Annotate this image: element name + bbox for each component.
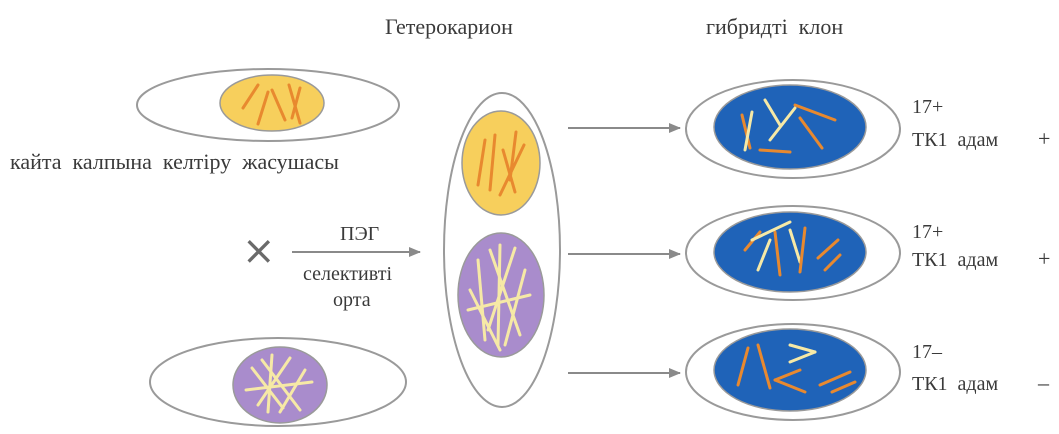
cross-symbol: × [242, 228, 276, 274]
hybrid-clone-2: 17+ ТК1 адам + [686, 206, 1050, 300]
parent-cell-top [137, 69, 399, 141]
clone-3-sign: – [1037, 370, 1050, 395]
clone-3-marker: ТК1 адам [912, 373, 998, 395]
selective-medium-label-2: орта [333, 289, 371, 311]
blue-nucleus [714, 212, 866, 292]
parent-cell-bottom [150, 338, 406, 426]
blue-nucleus [714, 329, 866, 411]
heterokaryon-cell [444, 93, 560, 407]
clone-3-chromosome: 17– [912, 341, 943, 363]
reconstructed-cell-label: кайта калпына келтіру жасушасы [10, 149, 339, 174]
selective-medium-label-1: селективті [303, 263, 392, 285]
heterokaryon-title: Гетерокарион [385, 14, 513, 39]
hybrid-clone-1: 17+ ТК1 адам + [686, 80, 1050, 178]
hybrid-clone-3: 17– ТК1 адам – [686, 324, 1050, 420]
peg-label: ПЭГ [340, 223, 379, 245]
clone-1-marker: ТК1 адам [912, 129, 998, 151]
yellow-nucleus [462, 111, 540, 215]
clone-2-sign: + [1038, 246, 1050, 271]
clone-1-chromosome: 17+ [912, 96, 943, 118]
clone-1-sign: + [1038, 126, 1050, 151]
clone-2-chromosome: 17+ [912, 221, 943, 243]
yellow-nucleus [220, 75, 324, 131]
hybrid-clone-title: гибридті клон [706, 14, 843, 39]
blue-nucleus [714, 85, 866, 169]
clone-2-marker: ТК1 адам [912, 249, 998, 271]
